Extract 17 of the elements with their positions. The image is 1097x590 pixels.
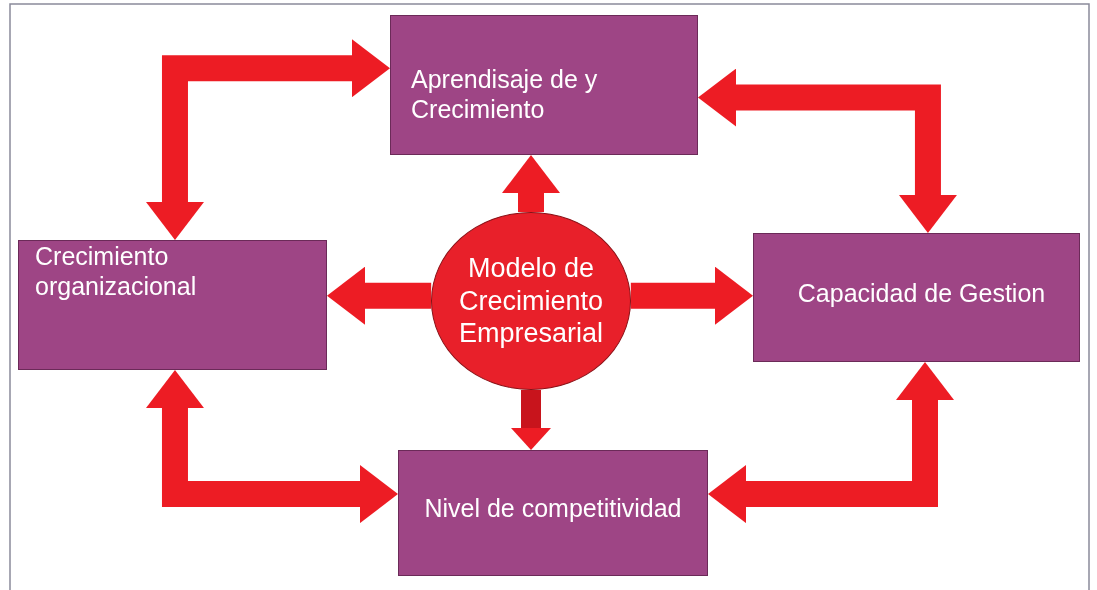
process-box [398,450,708,576]
node-label: Nivel de competitividad [424,493,682,523]
thick-arrow [708,362,954,524]
dashed-arrow [511,390,551,450]
process-box [390,15,698,155]
thick-arrow [502,155,560,212]
process-box [753,233,1080,362]
process-box [18,240,327,370]
node-label: Capacidad de Gestion [797,277,1046,308]
thick-arrow [630,266,753,325]
thick-arrow [698,68,957,233]
thick-arrow [145,39,390,240]
node-label: Modelo de Crecimiento Empresarial [457,252,604,350]
node-label: Crecimiento organizacional [35,241,198,301]
node-label: Aprendisaje de y Crecimiento [411,64,599,124]
thick-arrow [327,266,432,325]
thick-arrow [145,370,398,524]
